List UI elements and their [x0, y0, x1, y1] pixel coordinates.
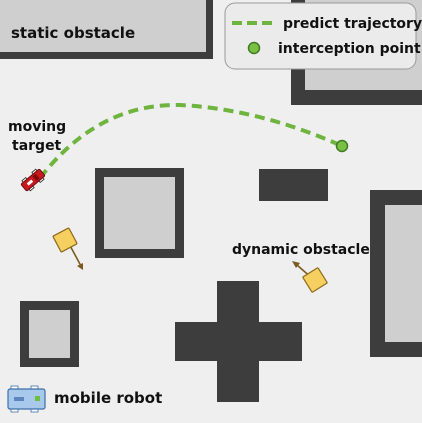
dynamic-obstacle-label: dynamic obstacle — [232, 242, 370, 258]
dynamic-obstacle-2 — [302, 267, 328, 293]
dynamic-obstacle-2-arrowhead — [292, 261, 300, 268]
dynamic-obstacle-1-arrowhead — [77, 263, 83, 270]
predicted-trajectory — [38, 102, 343, 180]
dynamic-obstacle-1 — [52, 227, 78, 253]
bar-obstacle — [259, 169, 328, 201]
red-car-icon — [21, 168, 45, 192]
static-obstacle-label: static obstacle — [11, 24, 135, 42]
legend-interception-label: interception point — [278, 41, 421, 57]
moving-target-label-line2: target — [12, 138, 62, 154]
static-obstacle-top-left-inner — [0, 0, 206, 52]
tall-obstacle-right-inner — [385, 205, 422, 342]
legend-interception-swatch — [247, 41, 261, 55]
interception-point-marker — [335, 139, 349, 153]
square-obstacle-center-inner — [104, 177, 175, 249]
mobile-robot-label: mobile robot — [54, 389, 162, 407]
blue-robot-icon — [7, 385, 46, 413]
cross-obstacle — [175, 281, 302, 402]
legend-box — [224, 2, 417, 70]
square-obstacle-bottom-left-inner — [29, 310, 70, 358]
moving-target-label-line1: moving — [8, 119, 66, 135]
legend-trajectory-label: predict trajectory — [283, 16, 422, 32]
